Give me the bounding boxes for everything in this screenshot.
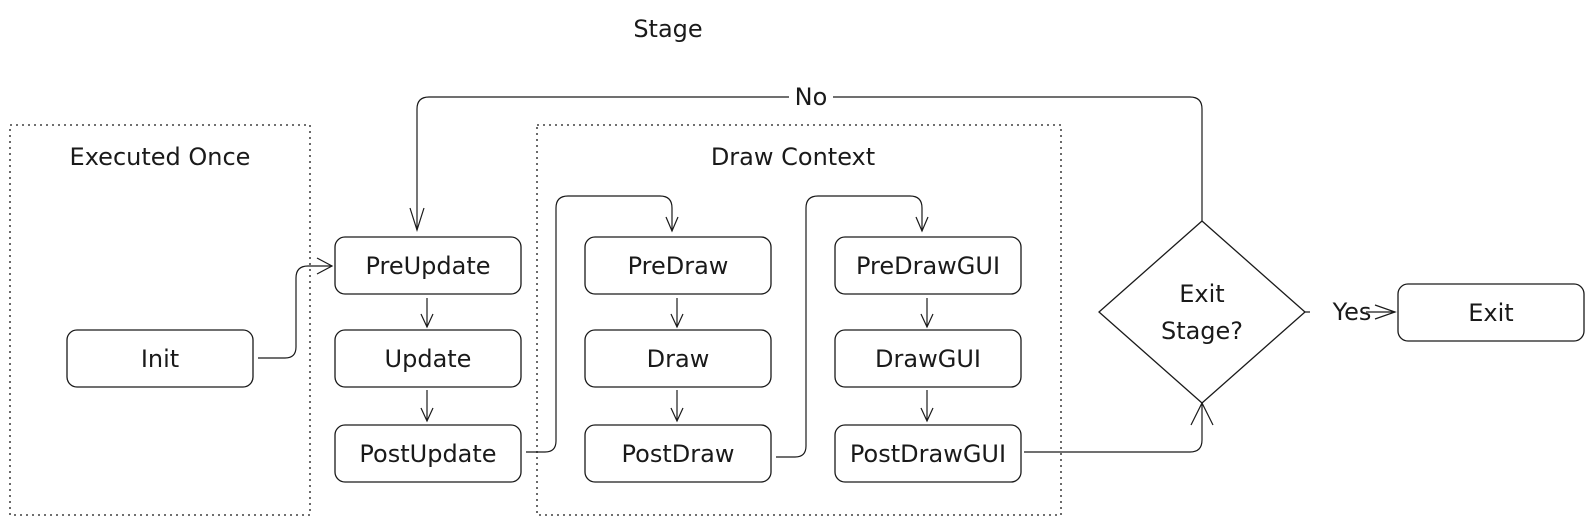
arrowhead-draw-to-postdraw [670, 407, 684, 423]
group-executed-once-label: Executed Once [70, 143, 251, 171]
node-exit: Exit [1397, 283, 1585, 342]
node-drawgui: DrawGUI [834, 329, 1022, 388]
group-draw-context [536, 124, 1062, 516]
node-drawgui-label: DrawGUI [875, 345, 981, 373]
node-draw: Draw [584, 329, 772, 388]
edge-postdraw-to-predrawgui [776, 195, 923, 458]
node-postdraw: PostDraw [584, 424, 772, 483]
node-decision-label-line1: Exit [1179, 280, 1224, 308]
node-postdrawgui: PostDrawGUI [834, 424, 1022, 483]
node-postdraw-label: PostDraw [622, 440, 735, 468]
arrowhead-init-to-preupdate [316, 257, 334, 275]
arrowhead-decision-no-loop [409, 207, 425, 232]
arrowhead-predraw-to-draw [670, 313, 684, 329]
arrowhead-decision-yes [1374, 304, 1397, 320]
node-draw-label: Draw [647, 345, 710, 373]
edge-label-yes: Yes [1332, 298, 1372, 326]
node-postupdate: PostUpdate [334, 424, 522, 483]
edge-label-no: No [795, 83, 828, 111]
arrowhead-update-to-postupdate [420, 407, 434, 423]
arrowhead-postdraw-to-predrawgui [915, 216, 929, 233]
node-update: Update [334, 329, 522, 388]
edge-label-no-background [789, 84, 833, 110]
node-predraw-label: PreDraw [628, 252, 729, 280]
node-preupdate: PreUpdate [334, 236, 522, 295]
edge-postupdate-to-predraw [526, 195, 673, 453]
node-postdrawgui-label: PostDrawGUI [850, 440, 1006, 468]
edge-label-yes-background [1310, 298, 1366, 326]
node-update-label: Update [385, 345, 472, 373]
group-draw-context-label: Draw Context [711, 143, 875, 171]
edge-init-to-preupdate [258, 265, 332, 359]
group-executed-once [9, 124, 311, 516]
arrowhead-drawgui-to-postdrawgui [920, 407, 934, 423]
node-exit-stage-decision: Exit Stage? [1098, 220, 1306, 404]
node-preupdate-label: PreUpdate [365, 252, 490, 280]
node-init: Init [66, 329, 254, 388]
node-exit-label: Exit [1468, 299, 1513, 327]
node-decision-label-line2: Stage? [1161, 317, 1243, 345]
arrowhead-postupdate-to-predraw [665, 216, 679, 233]
node-postupdate-label: PostUpdate [359, 440, 496, 468]
edge-postdrawgui-to-decision [1024, 403, 1203, 453]
node-init-label: Init [141, 345, 179, 373]
node-predrawgui-label: PreDrawGUI [856, 252, 1000, 280]
arrowhead-predrawgui-to-drawgui [920, 313, 934, 329]
diagram-title: Stage [633, 15, 702, 43]
arrowhead-preupdate-to-update [420, 313, 434, 329]
node-predrawgui: PreDrawGUI [834, 236, 1022, 295]
node-predraw: PreDraw [584, 236, 772, 295]
